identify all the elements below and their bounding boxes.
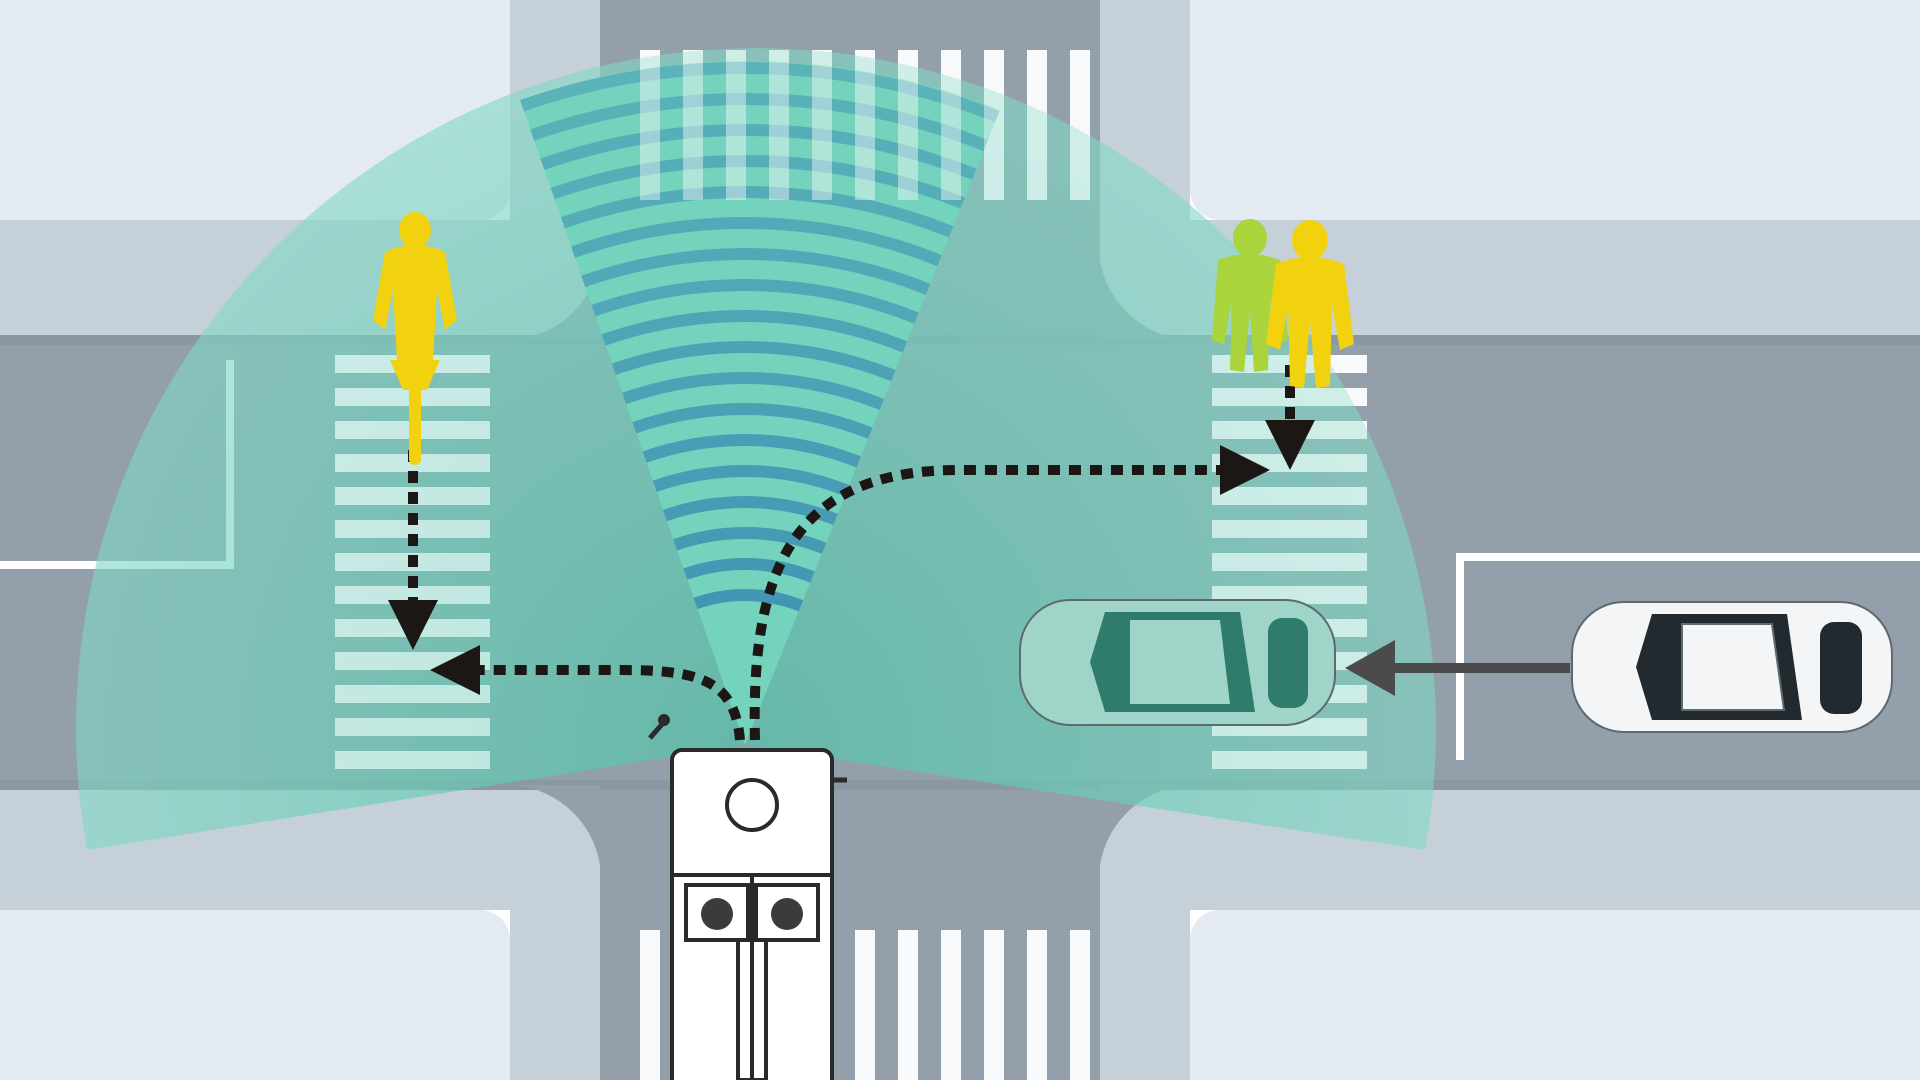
crosswalk-stripe-top [1070,50,1090,200]
crosswalk-stripe-top [984,50,1004,200]
beam-arc [528,93,1000,161]
bus-right-turn-arrow [749,445,1270,741]
beam-arc [589,279,936,331]
crosswalk-stripe-bottom [941,930,961,1080]
crosswalk-stripe-left [335,685,490,703]
autonomous-bus[interactable] [648,714,847,1080]
crosswalk-stripe-right [1212,520,1367,538]
crosswalk-stripe-bottom [855,930,875,1080]
crosswalk-stripe-left [335,718,490,736]
pedestrian-right [1266,220,1354,388]
bus-left-turn-arrow [430,645,745,741]
crosswalk-stripe-bottom [1070,930,1090,1080]
crosswalk-stripe-top [855,50,875,200]
crosswalk-stripe-bottom [941,930,961,1080]
beam-arc [662,496,847,529]
tracked-car [1019,599,1336,726]
pedestrian-pair [1212,219,1354,388]
crosswalk-stripe-top [640,50,660,200]
beam-arcs [520,62,1000,614]
crosswalk-stripe-right [1212,751,1367,769]
beam-arc [672,527,835,557]
crosswalk-stripe-bottom [640,930,660,1080]
crosswalk-stripe-top [941,50,961,200]
crosswalk-stripe-left [335,652,490,670]
crosswalk-stripe-bottom [1070,930,1090,1080]
beam-arc [559,186,974,246]
beam-arc [610,341,911,388]
crosswalk-stripe-bottom [640,930,660,1080]
crosswalk-stripe-top [683,50,703,200]
crosswalk-stripe-top [898,50,918,200]
beam-arc [651,465,860,501]
crosswalk-stripe-left [335,520,490,538]
crosswalk-stripe-right [1212,553,1367,571]
crosswalk-stripe-bottom [855,930,875,1080]
incoming-car [1571,601,1893,733]
incoming-car-arrow [1345,640,1570,696]
beam-arc [620,372,898,416]
crosswalk-stripe-left [335,586,490,604]
crosswalk-stripe-bottom [898,930,918,1080]
path-arrows [388,365,1315,741]
crosswalk-stripe-bottom [984,930,1004,1080]
beam-arc [631,403,885,444]
cyclist [373,212,457,465]
beam-arc [548,155,987,218]
block-bottom-right [1190,910,1920,1080]
beam-arc [538,124,999,190]
pedestrian-left [1212,219,1288,372]
crosswalk-stripe-bottom [1027,930,1047,1080]
crosswalk-stripe-top [726,50,746,200]
beam-arc [682,558,822,586]
beam-arc [600,310,923,359]
crosswalk-stripe-left [335,751,490,769]
beam-arc [520,62,1000,133]
crosswalk-stripe-top [812,50,832,200]
crosswalk-stripe-top [769,50,789,200]
beam-arc [693,589,809,614]
camera-beam [520,61,1000,745]
crosswalk-stripe-right [1212,487,1367,505]
crosswalk-stripe-bottom [984,930,1004,1080]
block-bottom-left [0,910,510,1080]
block-top-right [1190,0,1920,220]
crosswalk-stripe-top [1027,50,1047,200]
beam-arc [641,434,873,473]
beam-arc [579,248,949,303]
crosswalk-stripe-bottom [898,930,918,1080]
crosswalks-over-field [335,50,1367,1080]
beam-arc [569,217,961,275]
bus-roof-sensor [725,778,779,832]
crosswalk-stripe-bottom [1027,930,1047,1080]
